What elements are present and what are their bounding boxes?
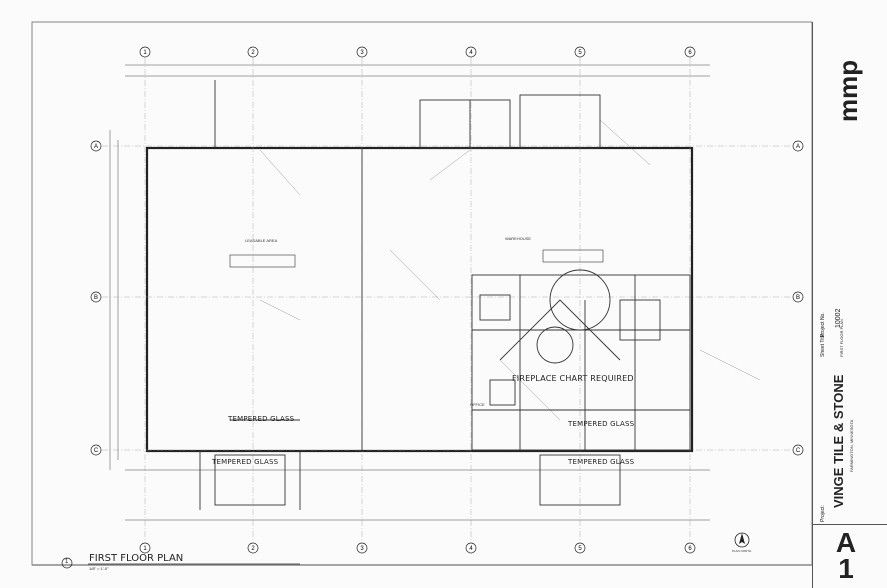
tempered-glass-label: TEMPERED GLASS [568,458,635,466]
grid-bubble-label: A [94,144,98,150]
grid-bubble [90,291,102,303]
grid-bubble-label: C [796,448,801,454]
drawing-title: FIRST FLOOR PLAN [89,553,184,564]
leasable-area-label: LEASABLE AREA [245,238,278,243]
grid-bubble [90,140,102,152]
grid-bubble [356,46,368,58]
grid-bubble [792,291,804,303]
grid-bubble-label: 2 [251,50,255,56]
grid-bubble-label: C [94,448,99,454]
grid-bubble-label: 2 [251,546,255,552]
grid-bubble-label: 6 [688,50,692,56]
north-label: PLAN NORTH [732,549,752,553]
sheet-title: FIRST FLOOR PLAN [839,319,844,357]
grid-bubble-label: 5 [578,50,582,56]
tempered-glass-label: TEMPERED GLASS [228,415,295,423]
grid-bubble [90,444,102,456]
firm-logo: mmp [833,59,863,122]
project-name: VINGE TILE & STONE [831,374,846,508]
tempered-glass-label: TEMPERED GLASS [212,458,279,466]
sheet-border [31,21,813,566]
dimension-lines [109,64,710,521]
grid-bubble-label: 3 [360,50,364,56]
building-outline [145,146,694,453]
grid-bubble [139,542,151,554]
grid-bubble-label: 3 [360,546,364,552]
drawing-scale: 1/8" = 1'-0" [89,566,109,571]
grid-bubble-label: 6 [688,546,692,552]
warehouse-label: WAREHOUSE [505,236,532,241]
grid-bubble-label: 1 [143,50,147,56]
grid-bubble [792,444,804,456]
project-location: FARMINGTON, MINNESOTA [849,419,854,472]
grid-bubble [139,46,151,58]
grid-bubble [247,46,259,58]
grid-bubble [247,542,259,554]
north-arrow-icon [734,532,750,548]
grid-bubble-label: A [796,144,800,150]
sheet-number: 1 [838,553,854,584]
grid-bubble-label: 1 [143,546,147,552]
grid-bubble [792,140,804,152]
grid-bubble-label: B [94,295,98,301]
grid-bubble [574,46,586,58]
grid-bubble-label: 5 [578,546,582,552]
leader-lines [259,119,761,421]
drawing-number-bubble [61,557,73,569]
grid-bubble [574,542,586,554]
office-label: OFFICE [470,402,485,407]
fireplace-label: FIREPLACE CHART REQUIRED [512,374,634,383]
grid-bubble-label: 4 [469,546,473,552]
grid-bubble [465,46,477,58]
sheet-title-label: Sheet Title: [820,331,826,357]
grid-bubble [684,46,696,58]
sheet-letter: A [835,527,857,558]
grid-bubble-label: 4 [469,50,473,56]
tempered-glass-label: TEMPERED GLASS [568,420,635,428]
grid-bubble [356,542,368,554]
grid-bubble [465,542,477,554]
title-block: mmp Project No. 10002 Project: VINGE TIL… [812,22,887,588]
grid-bubble-label: B [796,295,800,301]
interior-walls [199,80,691,510]
drawing-number: 1 [65,559,69,565]
project-label: Project: [820,505,826,522]
grid-bubble [684,542,696,554]
